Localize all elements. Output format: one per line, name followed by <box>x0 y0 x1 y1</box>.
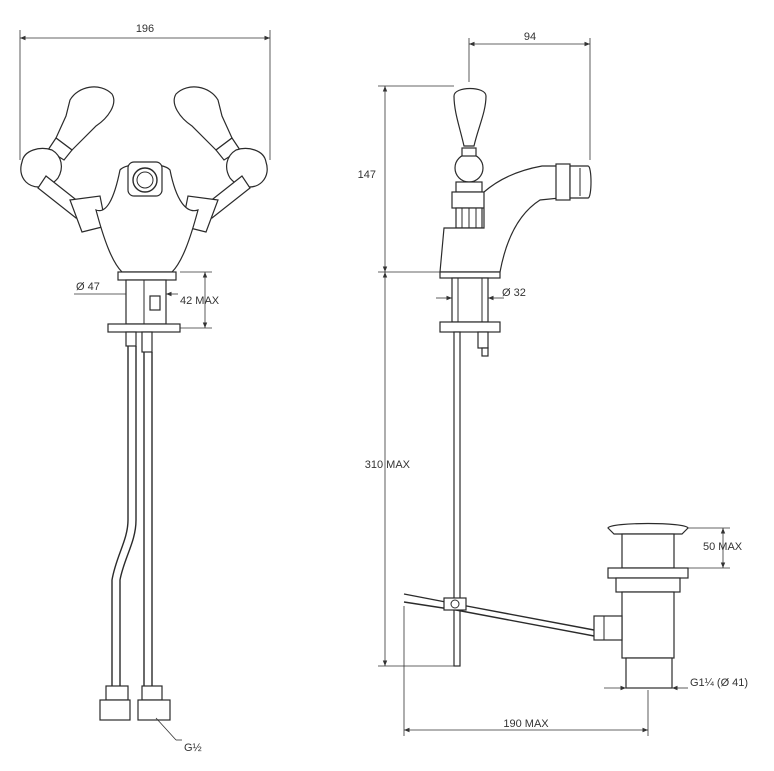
left-hose <box>111 346 129 686</box>
side-lever <box>453 87 487 147</box>
left-hose-nut <box>105 685 129 701</box>
front-body <box>95 163 199 273</box>
dim-body-diameter: Ø 47 <box>76 281 100 293</box>
dim-shank-length: 42 MAX <box>180 295 220 307</box>
side-spout-nozzle <box>555 163 571 201</box>
dim-waste-height: 50 MAX <box>703 541 743 553</box>
front-base <box>117 271 177 281</box>
dim-pipe-length: 310 MAX <box>365 459 411 471</box>
dim-height: 147 <box>358 169 376 181</box>
waste-tail <box>625 657 673 689</box>
front-backnut <box>107 323 181 333</box>
side-backnut <box>439 321 501 333</box>
rod-clamp <box>443 597 467 611</box>
right-hose-nut <box>141 685 163 701</box>
dim-rod-length: 190 MAX <box>503 718 549 730</box>
dim-shank-diameter: Ø 32 <box>502 287 526 299</box>
side-view <box>403 87 689 689</box>
front-spout-outlet <box>132 167 158 193</box>
linkage-rod <box>403 593 595 631</box>
front-shank <box>125 279 167 325</box>
pull-rod <box>453 331 461 667</box>
side-shank <box>451 277 489 323</box>
dim-spout-reach: 94 <box>524 31 536 43</box>
dim-waste-thread: G1¼ (Ø 41) <box>690 677 748 689</box>
waste-rod-housing <box>593 615 623 641</box>
front-view <box>20 86 268 721</box>
side-base <box>439 271 501 279</box>
side-lever-hub <box>454 153 484 183</box>
front-dimensions: 196 Ø 47 42 MAX G½ <box>19 23 271 754</box>
dim-width-front: 196 <box>136 23 154 35</box>
side-dimensions: 94 147 Ø 32 310 MAX 50 MAX G1¼ (Ø 41) 19… <box>358 31 748 736</box>
dim-hose-thread: G½ <box>184 742 202 754</box>
popup-waste <box>593 522 689 689</box>
